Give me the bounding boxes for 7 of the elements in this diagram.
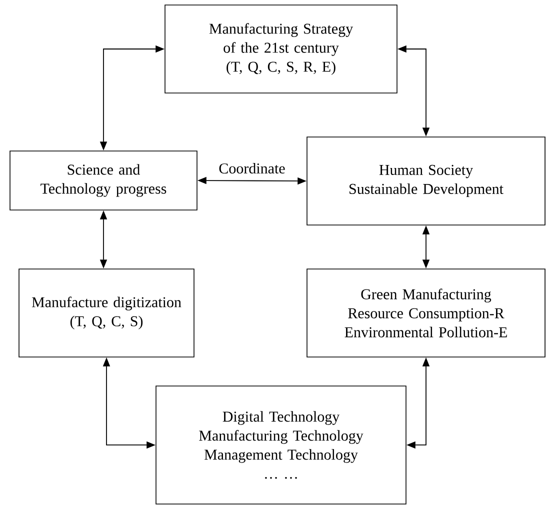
text-box: Science and Technology progress [10, 150, 198, 210]
text-box: Manufacturing Strategy of the 21st century (T, Q, C, S, R, E) [164, 4, 398, 94]
edge-label: Coordinate [218, 162, 286, 175]
text-box: Green Manufacturing Resource Consumption-R Environmental Pollution-E [306, 268, 546, 358]
text-box: Manufacture digitization (T, Q, C, S) [18, 268, 194, 358]
text-box: Digital Technology Manufacturing Technology Management Technology … … [156, 386, 406, 504]
text-box: Human Society Sustainable Development [306, 136, 546, 226]
